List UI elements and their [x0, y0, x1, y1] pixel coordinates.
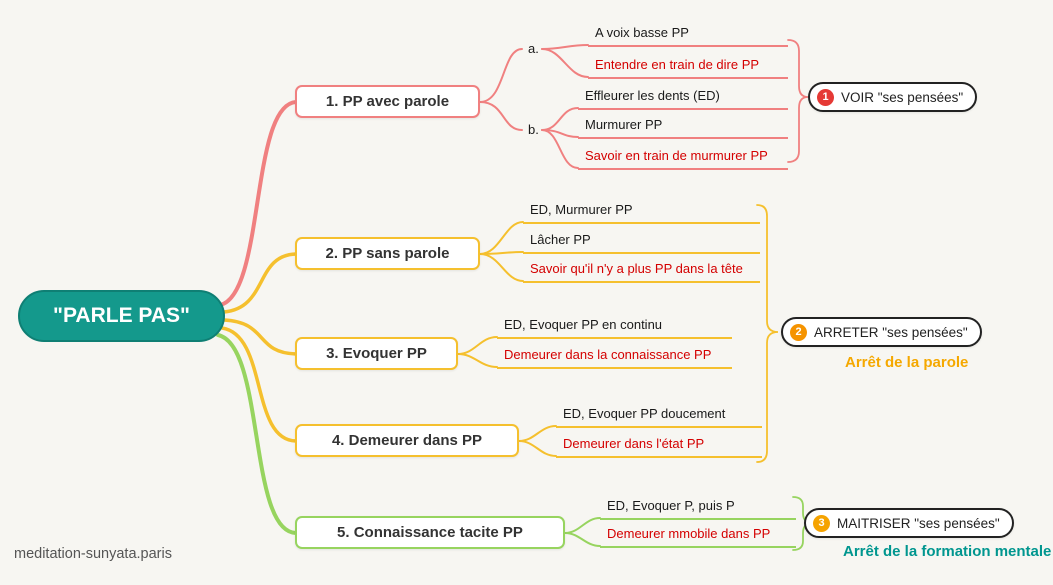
connector [541, 129, 579, 169]
branch-1-curve [218, 100, 298, 307]
connector [479, 221, 524, 255]
connector [457, 336, 498, 355]
connector [564, 532, 601, 547]
topic-3-label: 3. Evoquer PP [326, 345, 427, 362]
summary-brace-1 [787, 39, 809, 163]
summary-arreter[interactable]: 2 ARRETER "ses pensées" [781, 317, 982, 347]
central-topic-label: "PARLE PAS" [53, 304, 190, 327]
leaf-4-1[interactable]: ED, Evoquer PP doucement [556, 405, 762, 428]
connector [479, 48, 523, 103]
summary-voir[interactable]: 1 VOIR "ses pensées" [808, 82, 978, 112]
caption-arret-formation: Arrêt de la formation mentale [843, 543, 1052, 560]
connector [457, 353, 498, 368]
summary-maitriser[interactable]: 3 MAITRISER "ses pensées" [804, 508, 1014, 538]
leaf-1b-2[interactable]: Murmurer PP [578, 116, 788, 139]
topic-5-label: 5. Connaissance tacite PP [337, 524, 523, 541]
connector [518, 425, 557, 442]
leaf-3-2[interactable]: Demeurer dans la connaissance PP [497, 346, 732, 369]
central-topic[interactable]: "PARLE PAS" [18, 290, 225, 342]
connector [541, 107, 579, 131]
topic-2[interactable]: 2. PP sans parole [295, 237, 480, 270]
leaf-5-1[interactable]: ED, Evoquer P, puis P [600, 497, 796, 520]
number-2-badge-icon: 2 [790, 323, 807, 341]
leaf-2-3[interactable]: Savoir qu'il n'y a plus PP dans la tête [523, 260, 760, 283]
topic-3[interactable]: 3. Evoquer PP [295, 337, 458, 370]
leaf-1b-1[interactable]: Effleurer les dents (ED) [578, 87, 788, 110]
group-a-label[interactable]: a. [528, 41, 539, 56]
connector [479, 101, 523, 131]
topic-4[interactable]: 4. Demeurer dans PP [295, 424, 519, 457]
summary-voir-label: VOIR "ses pensées" [841, 89, 964, 105]
leaf-1a-2[interactable]: Entendre en train de dire PP [588, 56, 788, 79]
leaf-1a-1[interactable]: A voix basse PP [588, 24, 788, 47]
number-3-badge-icon: 3 [813, 514, 830, 532]
branch-2-curve [222, 252, 298, 314]
summary-arreter-label: ARRETER "ses pensées" [814, 324, 968, 340]
leaf-5-2[interactable]: Demeurer mmobile dans PP [600, 525, 796, 548]
branch-3-curve [222, 318, 298, 356]
connector [564, 517, 601, 534]
topic-1[interactable]: 1. PP avec parole [295, 85, 480, 118]
caption-arret-parole: Arrêt de la parole [845, 354, 969, 371]
connector [541, 44, 589, 50]
branch-4-curve [220, 326, 298, 443]
leaf-2-1[interactable]: ED, Murmurer PP [523, 201, 760, 224]
connector [541, 48, 589, 78]
branch-5-curve [216, 333, 298, 535]
topic-4-label: 4. Demeurer dans PP [331, 432, 483, 449]
leaf-4-2[interactable]: Demeurer dans l'état PP [556, 435, 762, 458]
leaf-2-2[interactable]: Lâcher PP [523, 231, 760, 254]
number-1-badge-icon: 1 [817, 88, 834, 106]
connector [479, 253, 524, 282]
connector [518, 440, 557, 457]
topic-2-label: 2. PP sans parole [325, 245, 450, 262]
leaf-1b-3[interactable]: Savoir en train de murmurer PP [578, 147, 788, 170]
summary-brace-2 [756, 204, 779, 463]
summary-maitriser-label: MAITRISER "ses pensées" [837, 515, 1000, 531]
leaf-3-1[interactable]: ED, Evoquer PP en continu [497, 316, 732, 339]
topic-1-label: 1. PP avec parole [325, 93, 450, 110]
topic-5[interactable]: 5. Connaissance tacite PP [295, 516, 565, 549]
group-b-label[interactable]: b. [528, 122, 539, 137]
watermark: meditation-sunyata.paris [14, 546, 172, 562]
